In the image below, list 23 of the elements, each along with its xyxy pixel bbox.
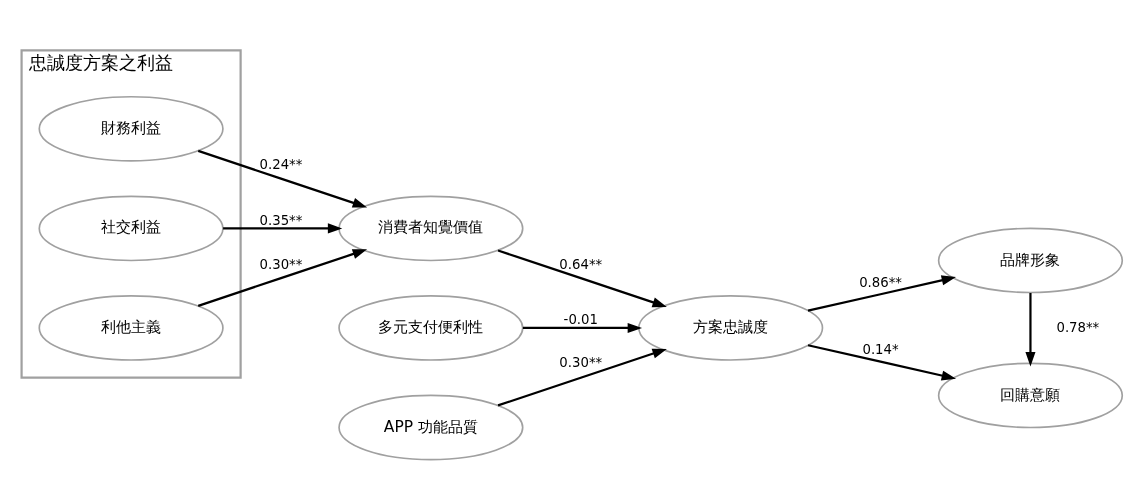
arrow	[497, 348, 667, 406]
edge-label: 0.24**	[259, 156, 303, 172]
arrow	[807, 343, 957, 381]
node-ellipse: 利他主義	[38, 294, 224, 361]
edge-label: -0.01	[563, 311, 598, 327]
node-ellipse: 多元支付便利性	[338, 294, 524, 361]
arrow	[522, 322, 643, 333]
edge-label: 0.64**	[559, 256, 603, 272]
edge-label: 0.35**	[259, 212, 303, 228]
arrow	[223, 222, 343, 233]
arrow	[197, 248, 368, 307]
node-ellipse: 財務利益	[38, 95, 224, 162]
arrow	[197, 149, 368, 208]
edge-label: 0.30**	[559, 354, 603, 370]
arrow	[807, 274, 957, 312]
edge-label: 0.78**	[1056, 319, 1100, 335]
edge-label: 0.86**	[859, 274, 902, 290]
node-ellipse: APP 功能品質	[338, 394, 524, 460]
edge-label: 0.14*	[862, 341, 899, 357]
node-ellipse: 社交利益	[38, 194, 224, 261]
arrow	[1025, 292, 1036, 366]
arrow	[497, 248, 667, 307]
edge-label: 0.30**	[259, 256, 303, 272]
